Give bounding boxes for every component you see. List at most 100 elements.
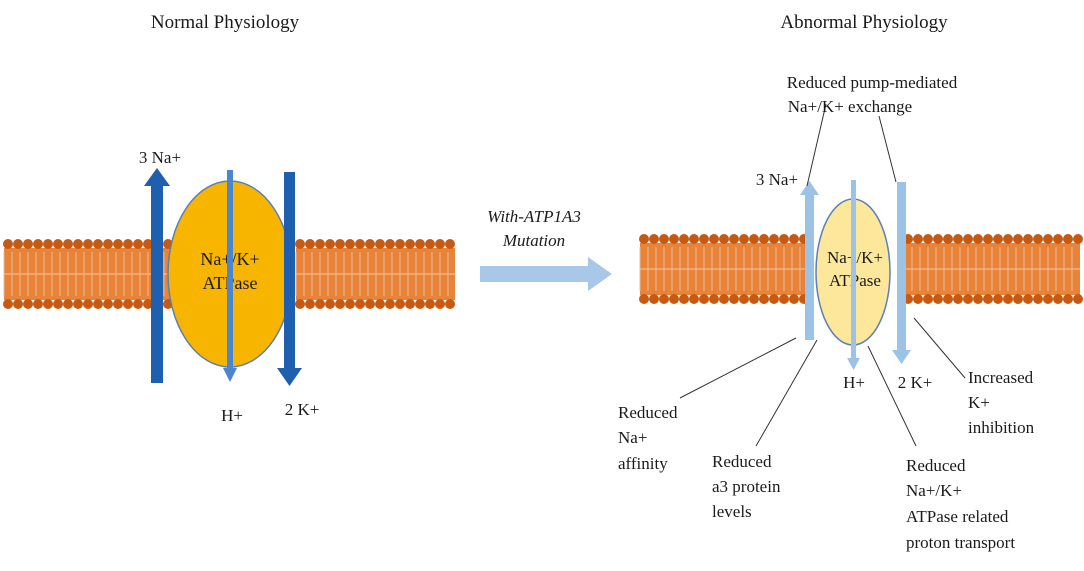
phospholipid-head	[659, 294, 669, 304]
callout-affinity-line1: Reduced	[618, 403, 678, 422]
phospholipid-head	[659, 234, 669, 244]
phospholipid-head	[23, 239, 33, 249]
phospholipid-head	[923, 234, 933, 244]
callout-protein-line3: levels	[712, 502, 752, 521]
phospholipid-head	[983, 234, 993, 244]
phospholipid-head	[23, 299, 33, 309]
callout-inhibition-line3: inhibition	[968, 418, 1035, 437]
phospholipid-head	[943, 234, 953, 244]
phospholipid-head	[1033, 294, 1043, 304]
phospholipid-head	[385, 239, 395, 249]
phospholipid-head	[1033, 234, 1043, 244]
phospholipid-head	[305, 239, 315, 249]
normal-physiology-title: Normal Physiology	[151, 12, 300, 33]
phospholipid-head	[1063, 234, 1073, 244]
phospholipid-head	[719, 234, 729, 244]
phospholipid-head	[365, 299, 375, 309]
h-label-normal: H+	[221, 406, 243, 425]
phospholipid-head	[375, 299, 385, 309]
callout-increased-k-inhibition: Increased K+ inhibition	[968, 368, 1035, 437]
phospholipid-head	[365, 239, 375, 249]
h-arrow-abnormal	[847, 180, 860, 370]
phospholipid-head	[33, 239, 43, 249]
phospholipid-head	[435, 299, 445, 309]
h-arrow-normal	[223, 170, 237, 382]
phospholipid-head	[953, 234, 963, 244]
callout-proton-line4: proton transport	[906, 533, 1015, 552]
phospholipid-head	[729, 234, 739, 244]
normal-physiology-panel: Normal Physiology Na+/K+ ATPase 3 Na+ H+…	[3, 12, 455, 425]
phospholipid-head	[699, 294, 709, 304]
phospholipid-head	[335, 239, 345, 249]
callout-reduced-protein-levels: Reduced a3 protein levels	[712, 452, 781, 521]
phospholipid-head	[93, 299, 103, 309]
phospholipid-head	[769, 294, 779, 304]
phospholipid-head	[123, 299, 133, 309]
h-label-abnormal: H+	[843, 373, 865, 392]
phospholipid-head	[983, 294, 993, 304]
phospholipid-head	[43, 299, 53, 309]
mutation-label-line2: Mutation	[502, 231, 565, 250]
na-efflux-arrow-normal	[144, 168, 170, 383]
phospholipid-head	[789, 294, 799, 304]
phospholipid-head	[669, 294, 679, 304]
phospholipid-head	[1013, 234, 1023, 244]
phospholipid-head	[1053, 234, 1063, 244]
phospholipid-head	[83, 239, 93, 249]
callout-inhibition-line1: Increased	[968, 368, 1034, 387]
phospholipid-head	[395, 239, 405, 249]
phospholipid-head	[3, 239, 13, 249]
phospholipid-head	[53, 299, 63, 309]
phospholipid-head	[113, 299, 123, 309]
phospholipid-head	[973, 294, 983, 304]
phospholipid-head	[739, 234, 749, 244]
phospholipid-head	[355, 299, 365, 309]
phospholipid-head	[1023, 234, 1033, 244]
phospholipid-head	[1003, 294, 1013, 304]
phospholipid-head	[345, 239, 355, 249]
phospholipid-head	[913, 234, 923, 244]
phospholipid-head	[789, 234, 799, 244]
phospholipid-head	[73, 299, 83, 309]
k-label-normal: 2 K+	[285, 400, 320, 419]
phospholipid-head	[973, 234, 983, 244]
phospholipid-head	[729, 294, 739, 304]
abnormal-physiology-panel: Abnormal Physiology Na+/K+ ATPase 3 Na+ …	[618, 12, 1083, 552]
phospholipid-head	[405, 239, 415, 249]
phospholipid-head	[405, 299, 415, 309]
phospholipid-head	[739, 294, 749, 304]
k-influx-arrow-abnormal	[892, 182, 911, 364]
phospholipid-head	[679, 234, 689, 244]
phospholipid-head	[769, 234, 779, 244]
mutation-arrow	[480, 257, 612, 291]
phospholipid-head	[43, 239, 53, 249]
callout-reduced-exchange: Reduced pump-mediated Na+/K+ exchange	[787, 73, 958, 116]
callout-reduced-na-affinity: Reduced Na+ affinity	[618, 403, 678, 473]
phospholipid-head	[385, 299, 395, 309]
phospholipid-head	[963, 234, 973, 244]
callout-proton-line1: Reduced	[906, 456, 966, 475]
phospholipid-head	[779, 234, 789, 244]
callout-leader-lines	[679, 103, 966, 447]
phospholipid-head	[325, 239, 335, 249]
phospholipid-head	[103, 299, 113, 309]
phospholipid-head	[933, 294, 943, 304]
phospholipid-head	[639, 234, 649, 244]
phospholipid-head	[335, 299, 345, 309]
phospholipid-head	[445, 239, 455, 249]
phospholipid-head	[63, 239, 73, 249]
phospholipid-head	[913, 294, 923, 304]
phospholipid-head	[639, 294, 649, 304]
mutation-transition: With-ATP1A3 Mutation	[480, 207, 612, 291]
phospholipid-head	[1053, 294, 1063, 304]
phospholipid-head	[649, 234, 659, 244]
phospholipid-head	[425, 299, 435, 309]
phospholipid-head	[993, 234, 1003, 244]
phospholipid-head	[1043, 234, 1053, 244]
callout-proton-line3: ATPase related	[906, 507, 1009, 526]
callout-protein-line1: Reduced	[712, 452, 772, 471]
phospholipid-head	[759, 294, 769, 304]
phospholipid-head	[295, 239, 305, 249]
phospholipid-head	[933, 234, 943, 244]
